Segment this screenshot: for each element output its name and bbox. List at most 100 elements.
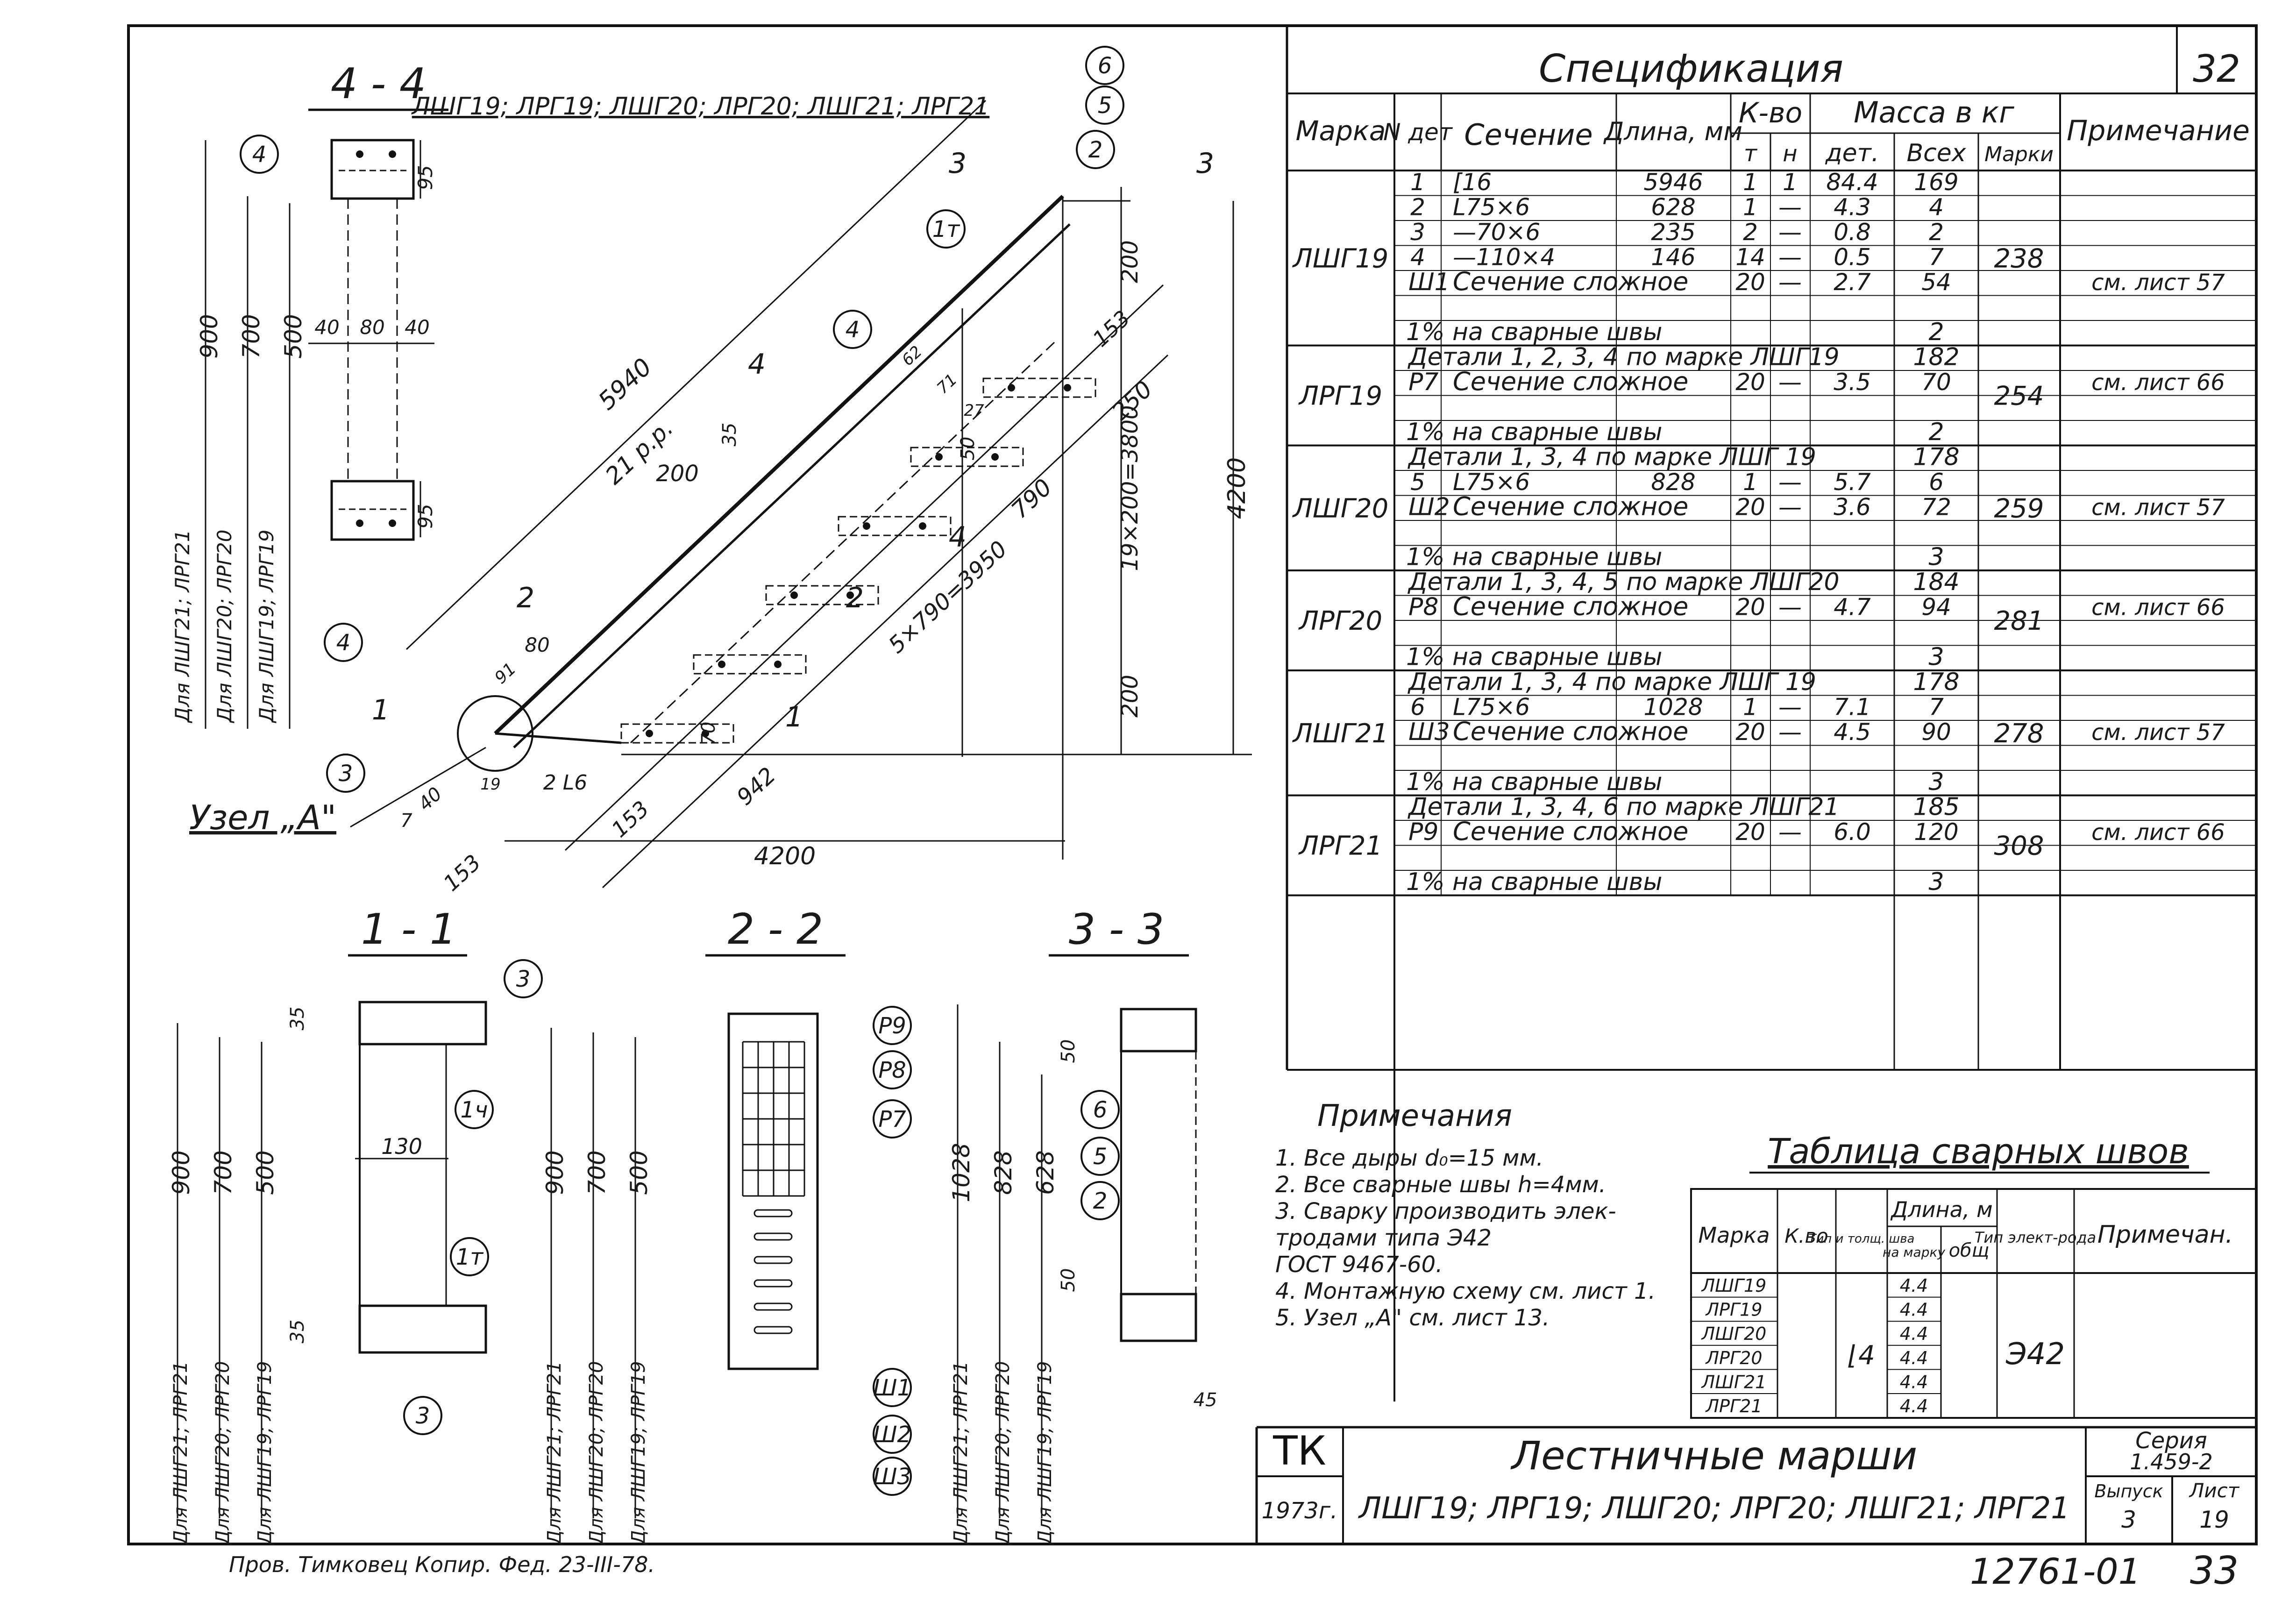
spec-table: Спецификация Марка N дет Сечение Длина, … bbox=[1287, 47, 2256, 1402]
spec-cell-length: 146 bbox=[1651, 244, 1695, 271]
spec-cell-ndet: 6 bbox=[1410, 694, 1425, 721]
sheet-number-bottom: 33 bbox=[2190, 1549, 2239, 1593]
spec-cell-qty-t: 20 bbox=[1735, 269, 1765, 296]
spec-header-prim: Примечание bbox=[2067, 114, 2250, 147]
spec-group-total: 259 bbox=[1994, 493, 2044, 524]
spec-detail-value: 185 bbox=[1913, 793, 1959, 821]
callout-bubble: Ш1 bbox=[873, 1368, 912, 1407]
dim-5x790: 5×790=3950 bbox=[883, 536, 1012, 658]
sec-mark-3-right: 3 bbox=[1196, 147, 1214, 180]
spec-cell-section: Сечение сложное bbox=[1453, 817, 1688, 846]
spec-cell-length: 1028 bbox=[1643, 694, 1703, 721]
spec-group-mark: ЛРГ20 bbox=[1298, 606, 1382, 636]
sheet-number-top-text: 32 bbox=[2193, 47, 2240, 91]
spec-cell-note: см. лист 66 bbox=[2091, 595, 2225, 621]
callout-bubble: Ш2 bbox=[873, 1415, 912, 1454]
node-a-label: Узел „А" bbox=[189, 798, 336, 837]
dim-153-bottom: 153 bbox=[607, 796, 654, 842]
sheet-number-top: 32 bbox=[2176, 26, 2240, 93]
dim-153-node: 153 bbox=[439, 850, 486, 896]
callout-label: 4 bbox=[336, 630, 351, 656]
spec-header-sechenie: Сечение bbox=[1464, 118, 1592, 152]
spec-detail-text: Детали 1, 3, 4 по марке ЛШГ 19 bbox=[1407, 668, 1816, 696]
note-line: 1. Все дыры d₀=15 мм. bbox=[1275, 1145, 1543, 1171]
spec-cell-section: Сечение сложное bbox=[1453, 717, 1688, 746]
spec-group-mark: ЛРГ19 bbox=[1298, 381, 1382, 412]
spec-detail-text: Детали 1, 2, 3, 4 по марке ЛШГ19 bbox=[1407, 343, 1840, 371]
dim-900-11: 900 bbox=[168, 1150, 195, 1195]
sec-mark-2-left: 2 bbox=[517, 582, 534, 614]
for-label-b-22: Для ЛШГ20; ЛРГ20 bbox=[586, 1361, 607, 1545]
callout-label: Ш3 bbox=[873, 1464, 911, 1490]
spec-group-mark: ЛРГ21 bbox=[1298, 831, 1382, 861]
spec-group-total: 308 bbox=[1994, 831, 2044, 861]
spec-cell-mass-all: 54 bbox=[1921, 269, 1951, 296]
callout-label: 3 bbox=[416, 1403, 430, 1429]
spec-cell-mass-all: 4 bbox=[1929, 194, 1944, 221]
spec-header-kvo: К-во bbox=[1739, 97, 1802, 129]
spec-cell-section: Сечение сложное bbox=[1453, 492, 1688, 521]
weld-cell-mark: ЛШГ21 bbox=[1701, 1372, 1767, 1392]
callout-label: 1ч bbox=[461, 1097, 488, 1123]
spec-cell-note: см. лист 66 bbox=[2091, 370, 2225, 396]
spec-cell-qty-n: — bbox=[1778, 369, 1802, 396]
spec-cell-ndet: 2 bbox=[1410, 194, 1425, 221]
callout-bubble: 3 bbox=[403, 1396, 442, 1435]
spec-cell-qty-n: — bbox=[1778, 594, 1802, 621]
dim-7: 7 bbox=[400, 810, 412, 832]
spec-header-ndet: N дет bbox=[1383, 119, 1453, 146]
dim-900-22: 900 bbox=[541, 1150, 569, 1195]
spec-header-vsekh: Всех bbox=[1906, 139, 1966, 167]
callout-label: 4 bbox=[846, 317, 860, 343]
for-label-c-33: Для ЛШГ19; ЛРГ19 bbox=[1034, 1361, 1056, 1545]
spec-cell-qty-n: — bbox=[1778, 494, 1802, 521]
for-label-b-44: Для ЛШГ20; ЛРГ20 bbox=[213, 530, 236, 724]
spec-cell-length: 5946 bbox=[1643, 169, 1703, 196]
stair-tread bbox=[765, 585, 879, 605]
spec-group-mark: ЛШГ20 bbox=[1292, 493, 1388, 524]
spec-cell-qty-t: 20 bbox=[1735, 818, 1765, 846]
spec-cell-length: 628 bbox=[1651, 194, 1695, 221]
spec-cell-mass-det: 0.5 bbox=[1834, 244, 1871, 271]
spec-cell-qty-n: — bbox=[1778, 818, 1802, 846]
section-4-4-title: 4 - 4 bbox=[331, 59, 426, 108]
spec-header-t: т bbox=[1744, 141, 1758, 167]
callout-bubble: 3 bbox=[326, 754, 365, 793]
spec-group-total: 281 bbox=[1994, 606, 2044, 636]
spec-header-massa: Масса в кг bbox=[1854, 95, 2014, 129]
callout-bubble: Р9 bbox=[873, 1006, 912, 1045]
for-label-b-33: Для ЛШГ20; ЛРГ20 bbox=[992, 1361, 1014, 1545]
spec-detail-value: 182 bbox=[1913, 343, 1959, 371]
spec-weld-text: 1% на сварные швы bbox=[1406, 318, 1662, 346]
for-label-a-11: Для ЛШГ21; ЛРГ21 bbox=[170, 1361, 192, 1545]
weld-cell-mark: ЛШГ19 bbox=[1701, 1275, 1767, 1296]
weld-cell-mark: ЛРГ20 bbox=[1705, 1348, 1762, 1368]
spec-group-total: 254 bbox=[1994, 381, 2044, 412]
spec-detail-text: Детали 1, 3, 4, 5 по марке ЛШГ20 bbox=[1407, 568, 1840, 596]
weld-cell-length: 4.4 bbox=[1900, 1348, 1928, 1368]
spec-cell-qty-n: — bbox=[1778, 244, 1802, 271]
spec-cell-note: см. лист 57 bbox=[2091, 270, 2225, 296]
callout-label: Р9 bbox=[878, 1013, 906, 1039]
note-line: 2. Все сварные швы h=4мм. bbox=[1275, 1172, 1606, 1198]
spec-cell-mass-det: 3.5 bbox=[1834, 369, 1871, 396]
callout-bubble: 2 bbox=[1076, 130, 1115, 169]
dim-19x200: 19×200=3800 bbox=[1117, 405, 1143, 571]
tb-vypusk-label: Выпуск bbox=[2094, 1481, 2163, 1501]
callout-bubble: 5 bbox=[1085, 85, 1124, 125]
spec-group-total: 238 bbox=[1994, 243, 2044, 274]
for-label-c-22: Для ЛШГ19; ЛРГ19 bbox=[628, 1361, 649, 1545]
spec-cell-ndet: Ш3 bbox=[1408, 718, 1450, 746]
